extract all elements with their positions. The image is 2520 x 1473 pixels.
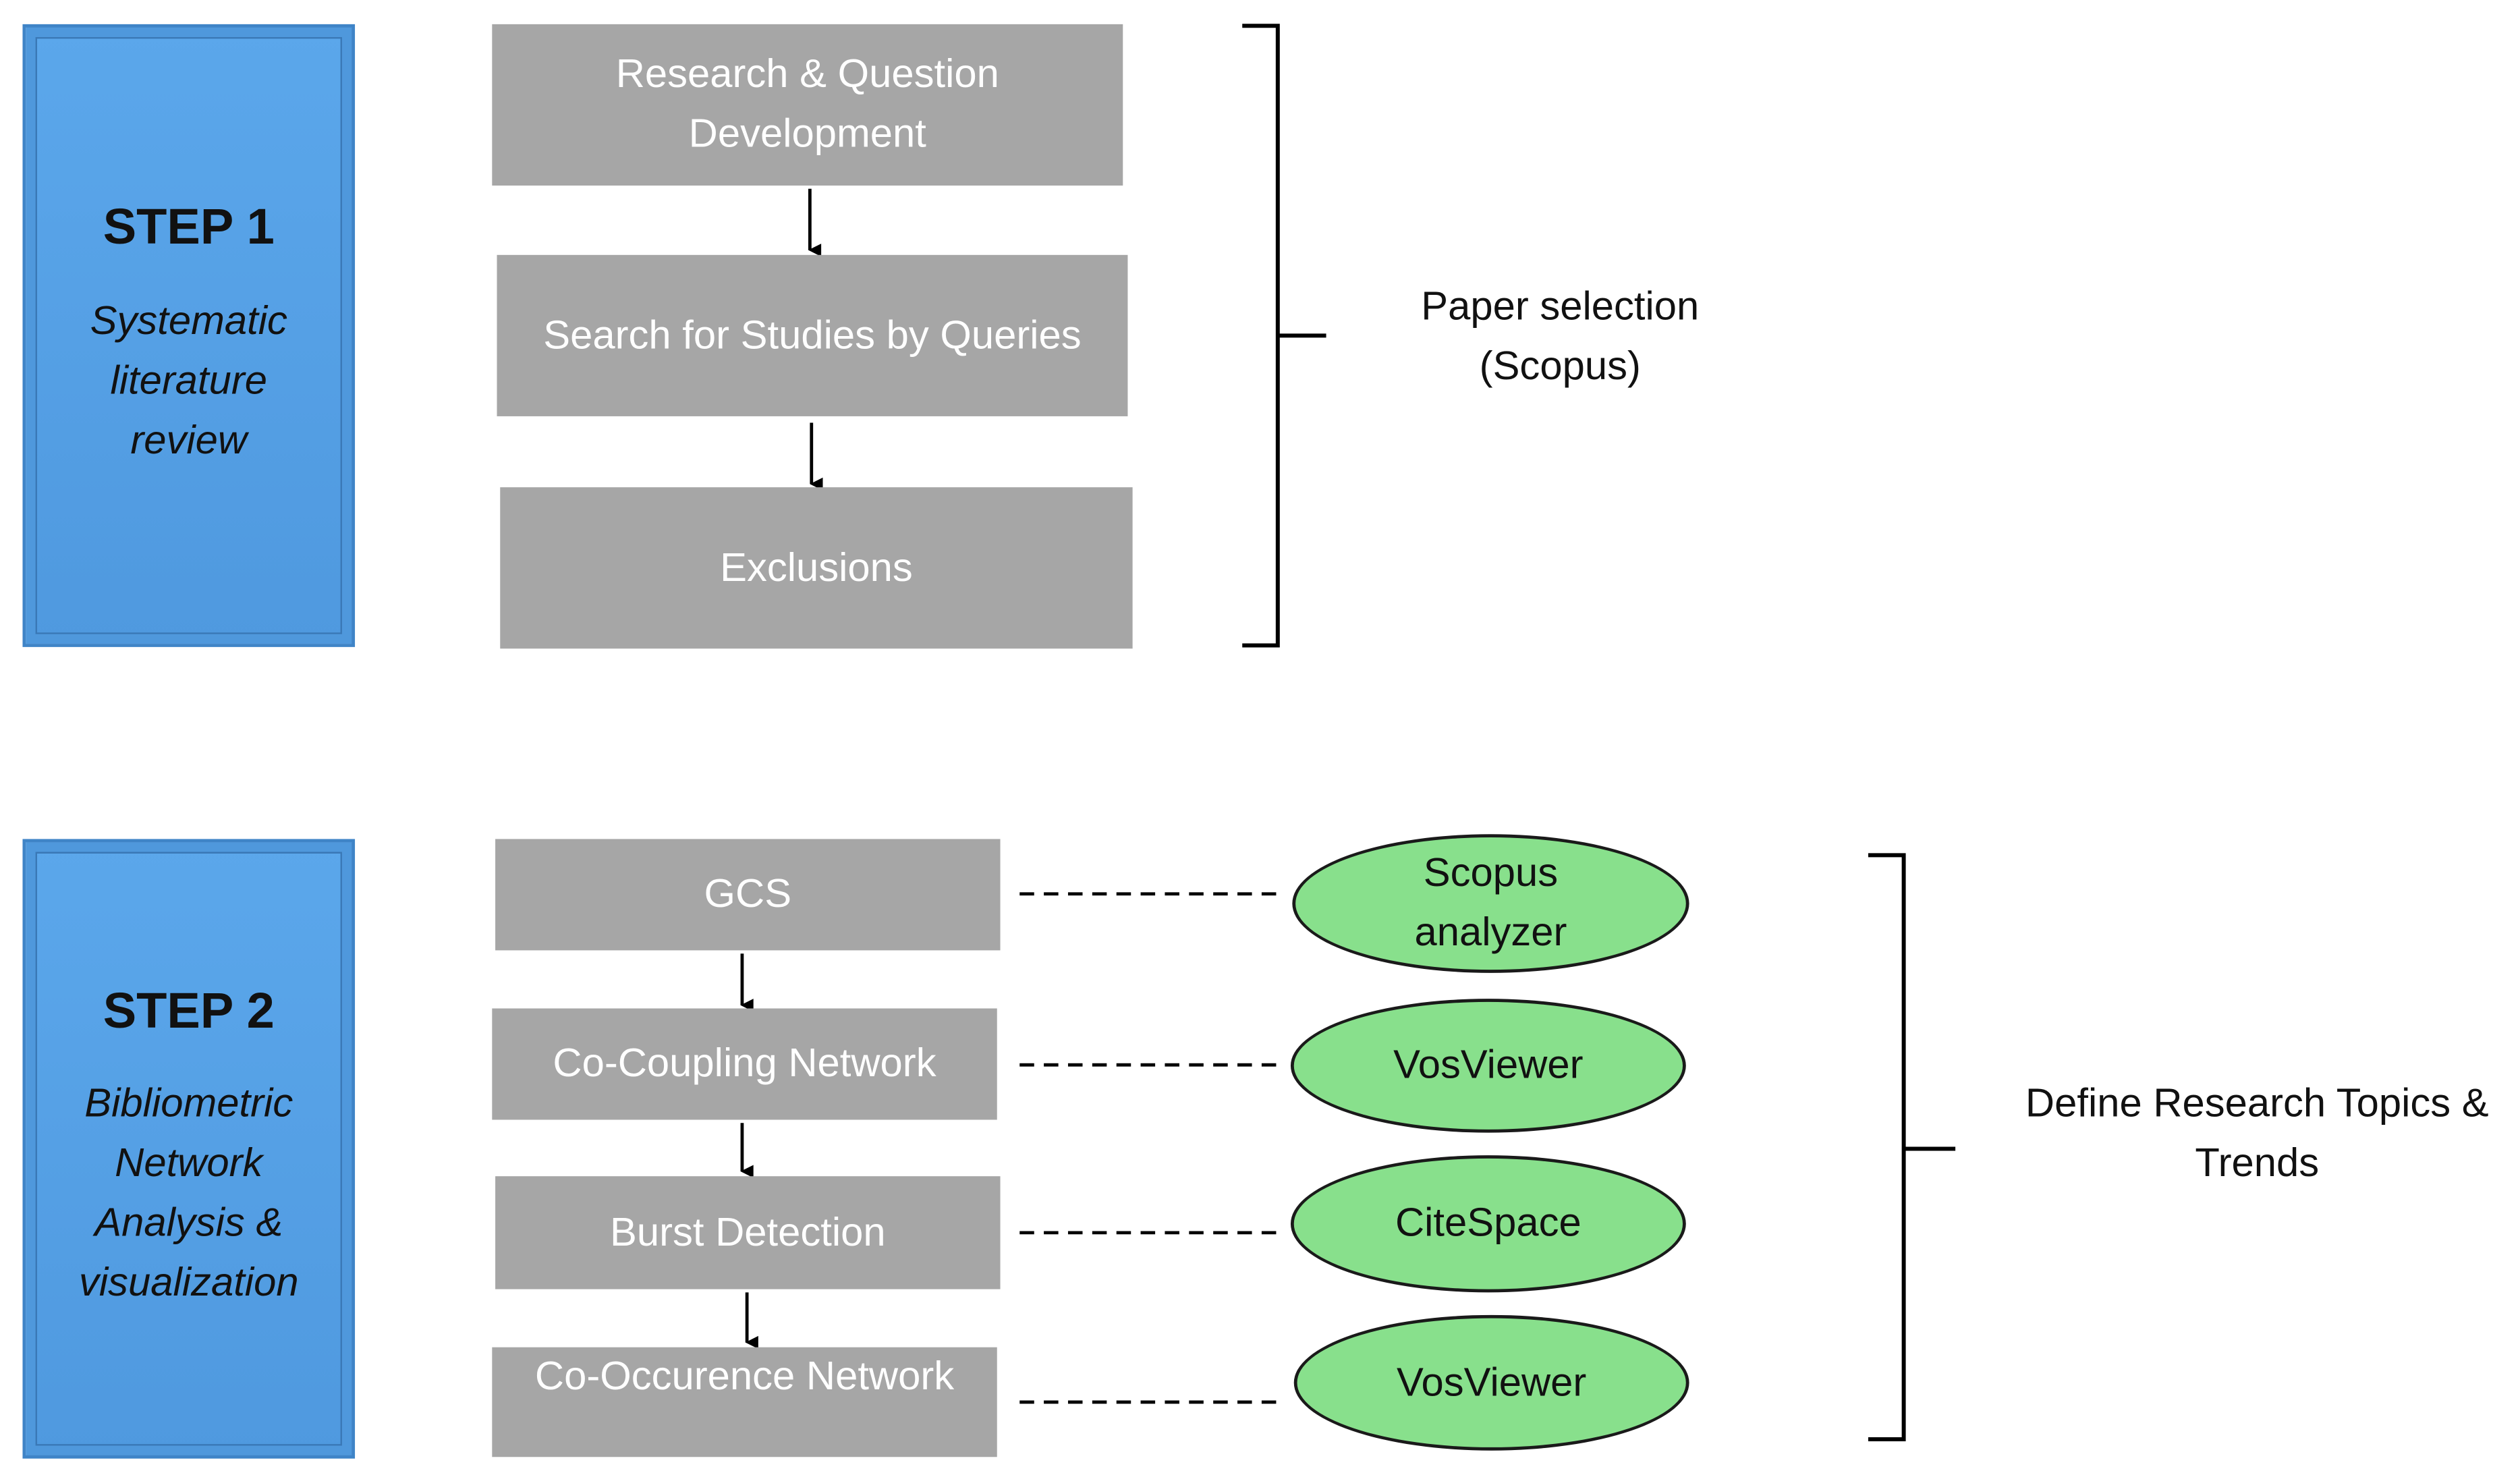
process-box-co-coupling: Co-Coupling Network — [492, 1008, 997, 1120]
tool-oval-vosviewer-1: VosViewer — [1290, 999, 1686, 1133]
step1-subtitle: Systematic literature review — [90, 298, 287, 463]
process-box-research-question: Research & Question Development — [492, 24, 1123, 186]
tool-oval-citespace: CiteSpace — [1290, 1155, 1686, 1293]
step2-subtitle: Bibliometric Network Analysis & visualiz… — [78, 1081, 299, 1306]
step2-title: STEP 2 — [103, 982, 275, 1039]
process-box-search-studies: Search for Studies by Queries — [497, 254, 1128, 416]
tool-oval-vosviewer-2: VosViewer — [1293, 1314, 1689, 1451]
process-box-gcs: GCS — [495, 839, 1001, 951]
step2-brace — [1868, 853, 1956, 1441]
step1-box: STEP 1 Systematic literature review — [22, 24, 356, 647]
process-box-burst-detection: Burst Detection — [495, 1176, 1001, 1289]
step2-bracket-label: Define Research Topics & Trends — [2025, 1081, 2489, 1186]
step1-bracket-label: Paper selection (Scopus) — [1421, 283, 1700, 389]
step1-brace — [1242, 24, 1326, 648]
process-box-co-occurence: Co-Occurence Network — [492, 1347, 997, 1457]
process-box-exclusions: Exclusions — [500, 487, 1133, 649]
step2-box: STEP 2 Bibliometric Network Analysis & v… — [22, 839, 356, 1459]
step1-title: STEP 1 — [103, 199, 275, 256]
tool-oval-scopus-analyzer: Scopus analyzer — [1292, 834, 1689, 973]
